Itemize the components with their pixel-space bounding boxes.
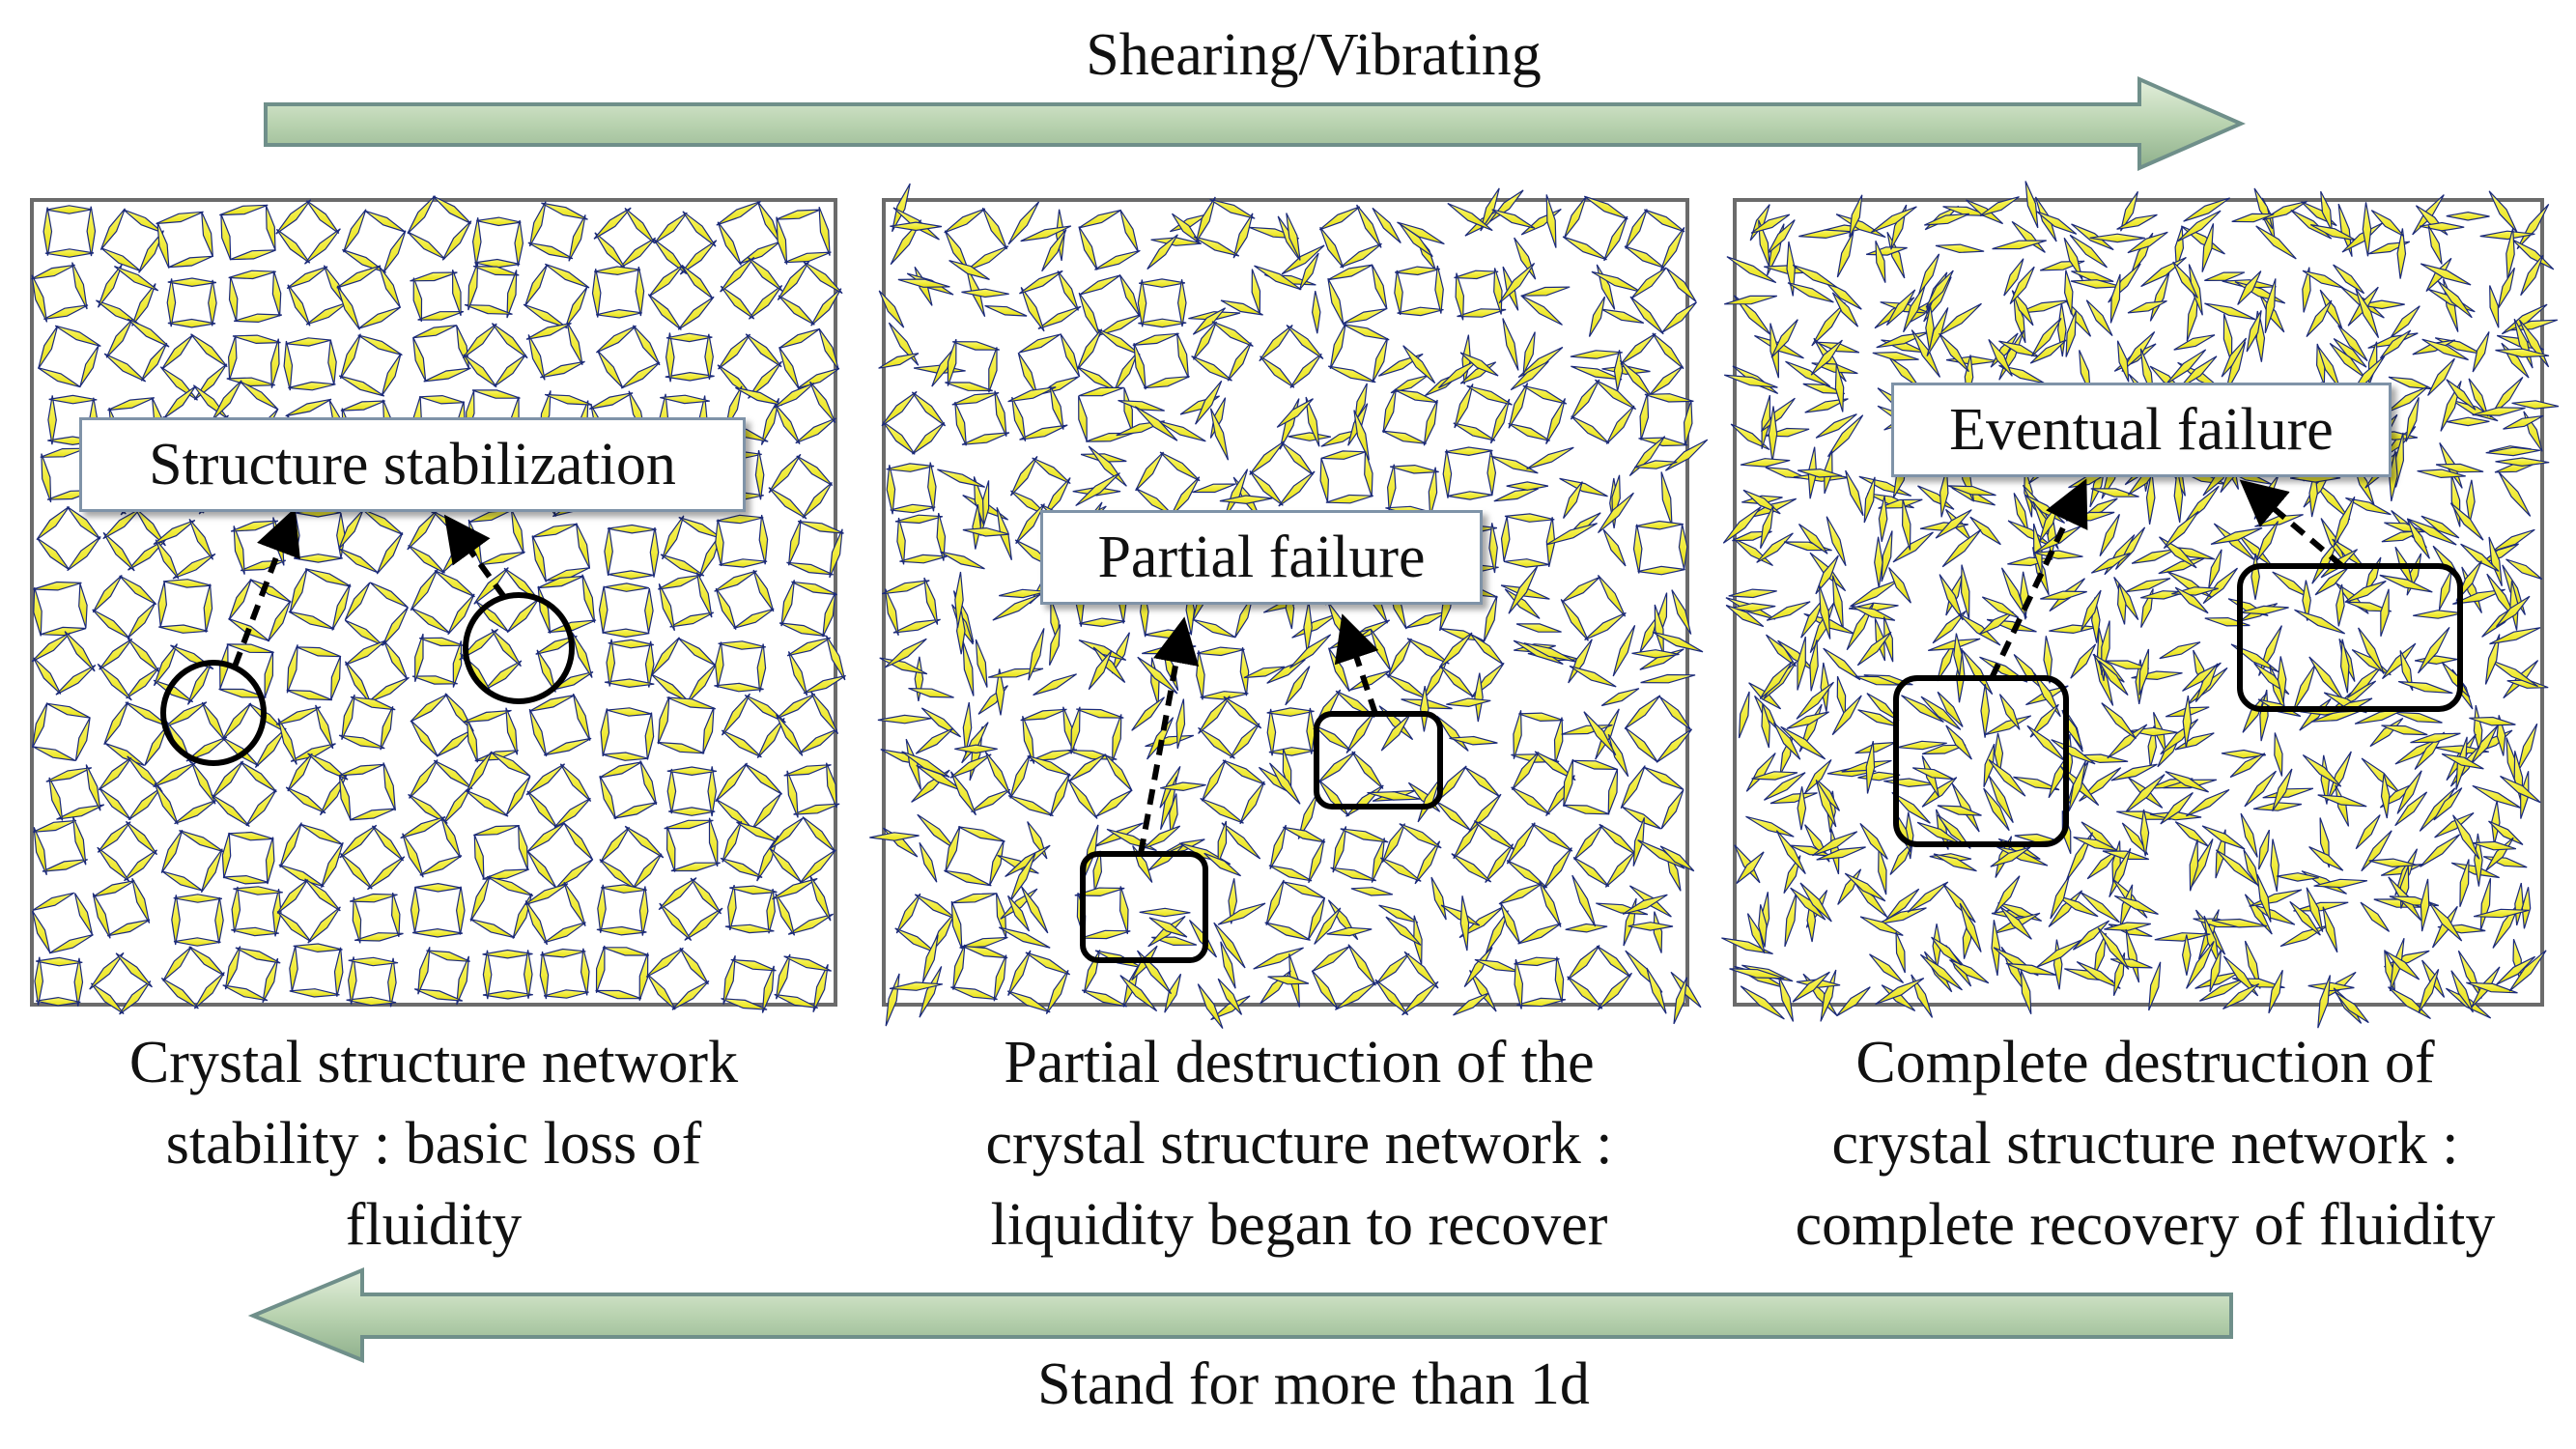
panel-eventual-failure — [1721, 181, 2560, 1029]
highlight-box — [1314, 711, 1443, 810]
highlight-circle — [160, 660, 267, 766]
caption-line: liquidity began to recover — [990, 1192, 1608, 1258]
pointer-arrow — [1989, 478, 2088, 680]
caption-line: crystal structure network : — [985, 1111, 1613, 1177]
highlight-markers — [160, 563, 2463, 963]
highlight-box — [1080, 851, 1208, 963]
needle-network — [869, 183, 1709, 1029]
caption-line: complete recovery of fluidity — [1795, 1192, 2496, 1258]
highlight-box — [1893, 675, 2069, 847]
top-arrow — [264, 75, 2246, 172]
caption-line: stability : basic loss of — [165, 1111, 702, 1177]
panel-partial-failure — [869, 183, 1709, 1029]
caption-line: Partial destruction of the — [1004, 1030, 1595, 1095]
label-eventual-failure: Eventual failure — [1891, 383, 2392, 477]
caption-panel-2: Partial destruction of the crystal struc… — [874, 1022, 1724, 1265]
pointer-arrow — [443, 514, 507, 599]
pointer-arrow — [1334, 613, 1379, 715]
caption-panel-3: Complete destruction of crystal structur… — [1725, 1022, 2565, 1265]
needle-network — [1721, 181, 2560, 1029]
caption-panel-1: Crystal structure network stability : ba… — [32, 1022, 835, 1265]
pointer-arrow — [2239, 479, 2344, 569]
caption-line: crystal structure network : — [1831, 1111, 2459, 1177]
bottom-arrow-label: Stand for more than 1d — [1037, 1351, 1590, 1417]
caption-line: fluidity — [345, 1192, 523, 1258]
highlight-box — [2237, 563, 2463, 712]
label-partial-failure: Partial failure — [1040, 510, 1483, 605]
label-structure-stabilization: Structure stabilization — [79, 417, 746, 512]
pointer-arrow — [1138, 616, 1200, 855]
caption-line: Crystal structure network — [128, 1030, 739, 1095]
highlight-circle — [463, 592, 575, 704]
panel-structure-stabilization — [30, 195, 846, 1015]
pointer-arrows — [232, 478, 2344, 855]
top-arrow-label: Shearing/Vibrating — [1086, 22, 1542, 88]
bottom-arrow — [247, 1267, 2233, 1363]
caption-line: Complete destruction of — [1855, 1030, 2435, 1095]
